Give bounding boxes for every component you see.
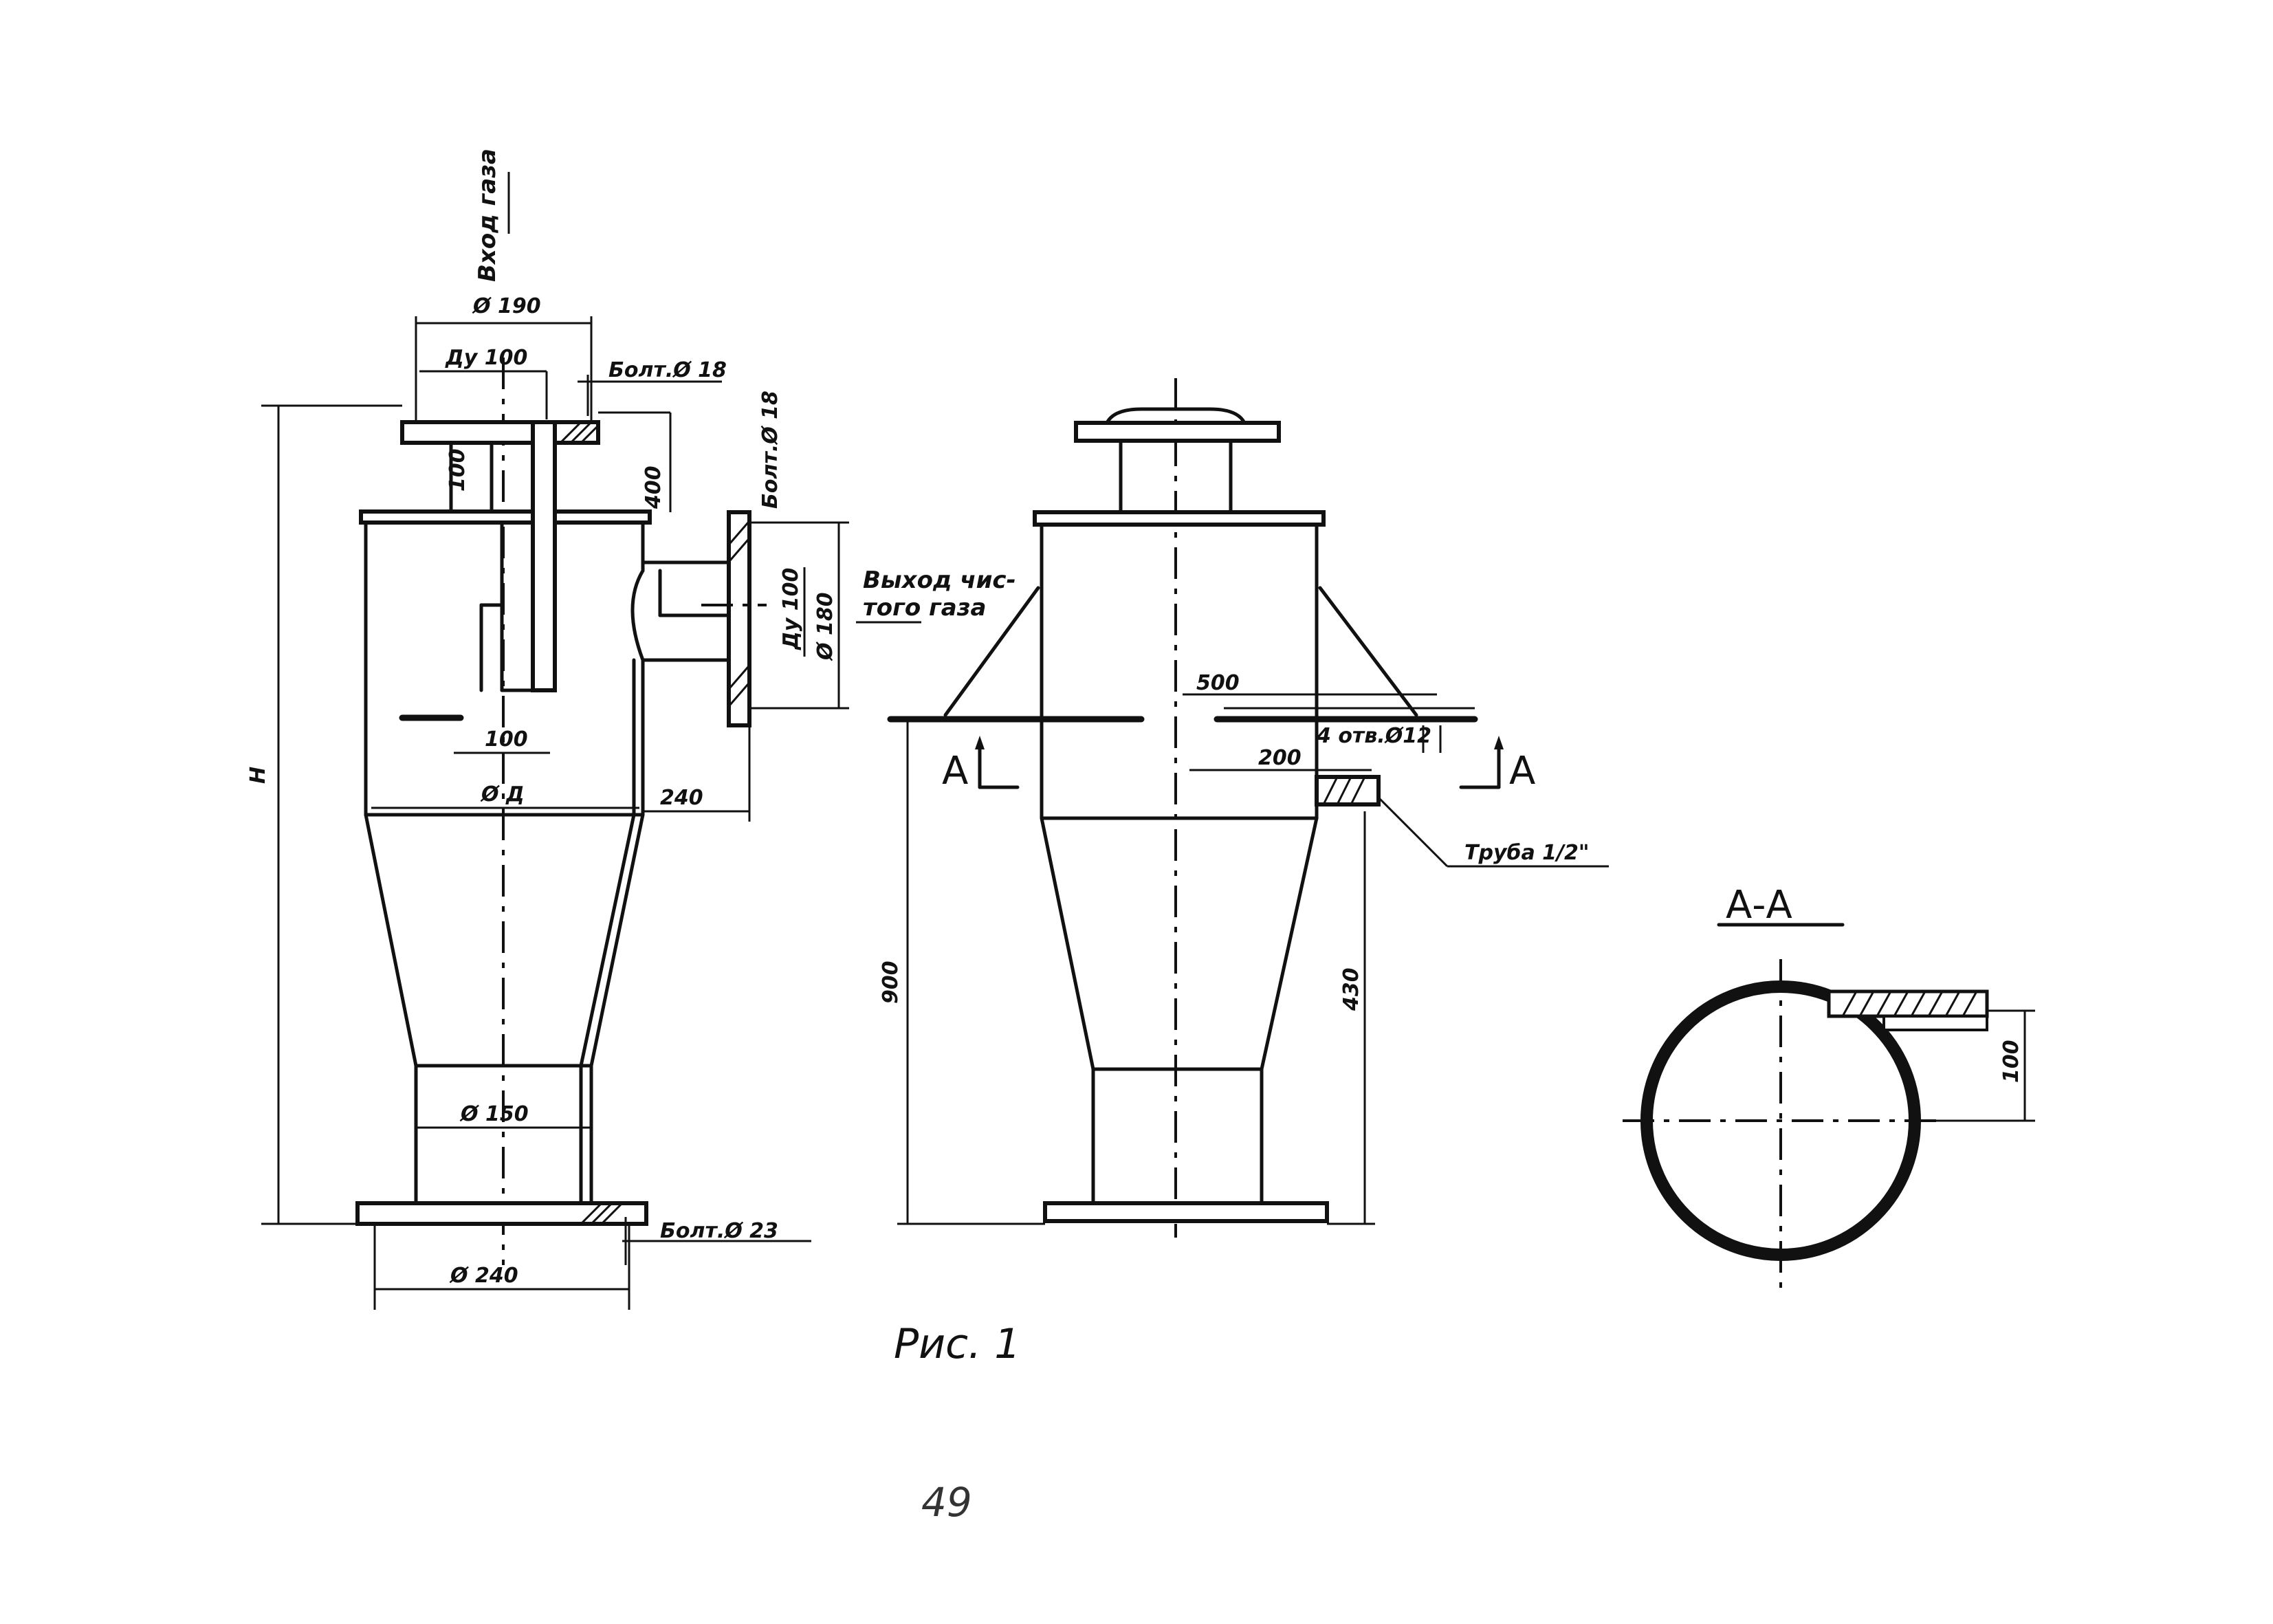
front-top-flange-raised	[1105, 407, 1247, 425]
front-cone-right	[1260, 816, 1319, 1071]
label-bolts-side: Болт.Ø 18	[758, 391, 782, 509]
section-mark-left: А	[942, 736, 1020, 793]
left-section-view: Н Ø 190 Ду 100 Болт.Ø 18 Вход газа 100 4…	[246, 149, 849, 1310]
section-aa-tangent-bar	[1827, 989, 1989, 1018]
outlet-window-curve	[630, 569, 645, 662]
cone-wall-right	[589, 813, 645, 1068]
top-flange-hatch	[559, 421, 600, 444]
section-marker-left: А	[942, 749, 968, 793]
dim-top-flange-diameter: Ø 190	[472, 294, 541, 318]
label-outlet-clean-gas-line1: Выход чис-	[863, 567, 1016, 594]
dim-inlet-pipe-height: 100	[446, 448, 470, 492]
dim-bottom-pipe-diameter: Ø 150	[459, 1102, 529, 1126]
dim-aa-offset: 100	[1999, 1040, 2023, 1083]
label-bolts-top: Болт.Ø 18	[608, 358, 727, 382]
dim-du-inlet: Ду 100	[445, 346, 527, 370]
cone-wall-left	[364, 813, 418, 1068]
top-flange	[400, 420, 600, 445]
dim-inner-offset: 100	[485, 727, 528, 751]
label-pipe-thread: Труба 1/2"	[1464, 841, 1589, 865]
label-inlet-gas: Вход газа	[474, 149, 501, 282]
dim-inner-pipe-height: 400	[641, 465, 666, 509]
label-bolts-bottom: Болт.Ø 23	[660, 1219, 778, 1243]
section-aa-title: А-А	[1726, 883, 1792, 928]
front-body-cover	[1033, 510, 1326, 527]
front-gusset-left	[943, 586, 1040, 717]
dim-right-height: 430	[1339, 967, 1363, 1011]
figure-caption: Рис. 1	[894, 1320, 1020, 1368]
front-bottom-flange	[1043, 1201, 1329, 1223]
section-aa-view: А-А 100	[1623, 883, 2035, 1293]
cone-wall-right-inner	[579, 813, 636, 1068]
front-side-pipe-hatch	[1322, 776, 1366, 805]
label-outlet-clean-gas-line2: того газа	[863, 594, 986, 622]
inner-exhaust-pipe-wall	[531, 420, 557, 692]
bottom-flange-hatch	[580, 1202, 624, 1225]
front-gusset-right	[1318, 586, 1418, 717]
dim-ring-offset: 200	[1258, 746, 1302, 770]
dim-ring-width: 500	[1196, 671, 1240, 695]
dim-bottom-flange-diameter: Ø 240	[449, 1264, 518, 1288]
dim-body-diameter: Ø Д	[480, 782, 525, 806]
body-top-cover	[359, 509, 652, 525]
dim-total-height: Н	[246, 767, 270, 784]
label-ring-holes: 4 отв.Ø12	[1316, 724, 1431, 748]
leader-pipe-thread	[1377, 796, 1449, 868]
section-aa-tangent-hatch	[1841, 991, 1978, 1017]
dim-du-outlet: Ду 100	[779, 568, 803, 650]
side-flange-hatch	[729, 522, 749, 705]
dim-outlet-flange-diameter: Ø 180	[813, 592, 837, 661]
front-elevation-view: Труба 1/2" 500 4 отв.Ø12 200 А А	[856, 378, 1609, 1238]
front-cone-left	[1040, 816, 1095, 1071]
section-aa-tangent-lip	[1882, 1015, 1988, 1031]
dim-outlet-reach: 240	[660, 786, 703, 810]
section-marker-right: А	[1509, 749, 1535, 793]
front-top-flange	[1074, 421, 1281, 443]
dim-lower-height: 900	[879, 961, 903, 1004]
section-mark-right: А	[1459, 736, 1535, 793]
side-outlet-flange	[727, 510, 751, 727]
page-number: 49	[921, 1479, 972, 1526]
